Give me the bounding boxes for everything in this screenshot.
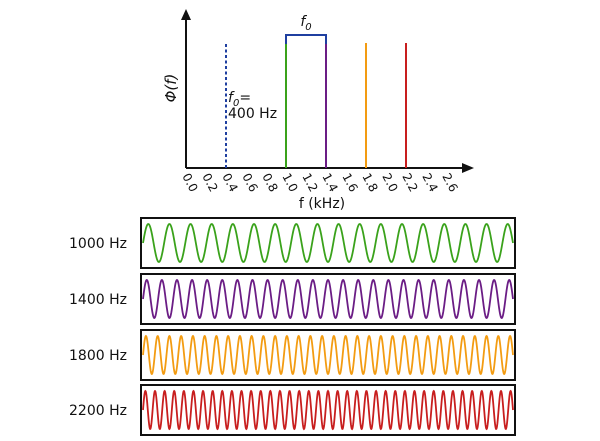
waveform-line <box>142 334 514 376</box>
spacing-bracket <box>285 34 327 44</box>
waveform-line <box>142 223 514 263</box>
x-tick-label: 1.8 <box>359 171 380 194</box>
waveform-frame <box>140 217 516 269</box>
y-axis-label: Φ(f) <box>162 74 180 103</box>
x-tick-label: 0.0 <box>179 171 200 194</box>
x-tick-label: 1.4 <box>319 171 340 194</box>
x-tick-label: 0.6 <box>239 171 260 194</box>
waveform-panel: 2200 Hz <box>69 384 516 436</box>
spacing-bracket-label: f0 <box>300 14 311 33</box>
waveform-label: 1800 Hz <box>69 348 127 364</box>
waveform-frame <box>140 273 516 325</box>
x-tick-label: 1.6 <box>339 171 360 194</box>
waveform-panels: 1000 Hz 1400 Hz 1800 Hz 2200 Hz <box>69 217 516 436</box>
waveform-label: 1000 Hz <box>69 236 127 252</box>
waveform-line <box>142 279 514 319</box>
waveform-panel: 1800 Hz <box>69 329 516 381</box>
x-tick-label: 1.2 <box>299 171 320 194</box>
x-tick-label: 0.2 <box>199 171 220 194</box>
waveform-label: 2200 Hz <box>69 403 127 419</box>
fundamental-label: f0= <box>228 90 251 109</box>
x-tick-label: 2.2 <box>399 171 420 194</box>
waveform-label: 1400 Hz <box>69 292 127 308</box>
waveform-line <box>142 389 514 431</box>
waveform-panel: 1400 Hz <box>69 273 516 325</box>
x-tick-labels: 0.00.20.40.60.81.01.21.41.61.82.02.22.42… <box>179 171 460 194</box>
x-tick-label: 2.6 <box>439 171 460 194</box>
spectrum-chart: Φ(f) 0.00.20.40.60.81.01.21.41.61.82.02.… <box>162 9 474 212</box>
x-tick-label: 2.4 <box>419 171 440 194</box>
fundamental-value: 400 Hz <box>228 106 277 122</box>
y-axis-arrow <box>181 9 191 20</box>
x-tick-label: 2.0 <box>379 171 400 194</box>
x-tick-label: 0.4 <box>219 171 240 194</box>
x-tick-label: 1.0 <box>279 171 300 194</box>
x-axis-label: f (kHz) <box>299 196 345 212</box>
waveform-panel: 1000 Hz <box>69 217 516 269</box>
x-axis-arrow <box>462 163 474 173</box>
x-tick-label: 0.8 <box>259 171 280 194</box>
spectrum-lines <box>285 43 407 168</box>
